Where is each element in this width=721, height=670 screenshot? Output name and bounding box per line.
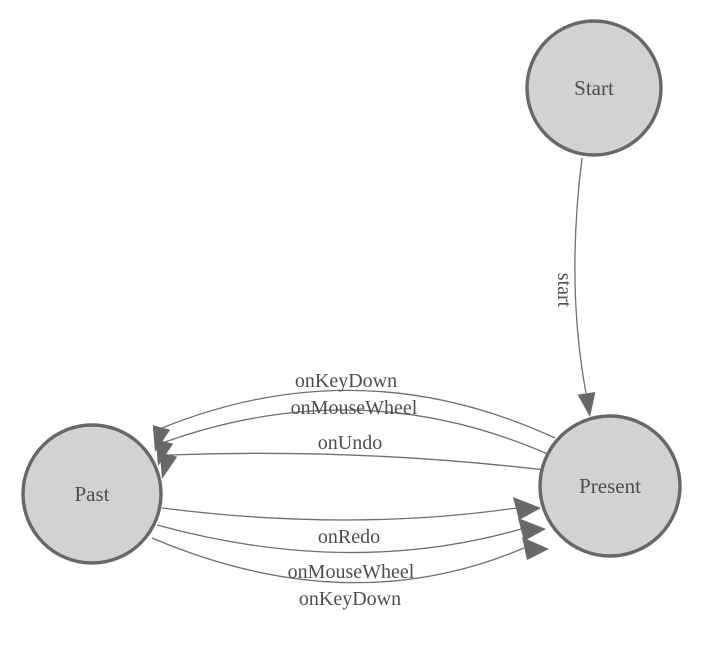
edge-label-onkeydown-bottom: onKeyDown bbox=[299, 588, 401, 610]
edge-label-onundo: onUndo bbox=[318, 432, 382, 454]
node-past bbox=[21, 423, 163, 565]
edge-label-onredo: onRedo bbox=[318, 526, 380, 548]
edge-present-to-past-onkeydown bbox=[161, 389, 556, 439]
edge-past-to-present-onredo bbox=[161, 507, 517, 521]
edge-labels: start onKeyDown onMouseWheel onUndo onRe… bbox=[288, 273, 575, 610]
edge-label-onmousewheel-top: onMouseWheel bbox=[291, 397, 418, 419]
node-present-label: Present bbox=[579, 474, 641, 498]
edge-past-to-present-onkeydown bbox=[151, 537, 525, 584]
edge-lines bbox=[151, 157, 587, 584]
node-present bbox=[538, 414, 682, 558]
edge-label-onkeydown-top: onKeyDown bbox=[295, 370, 397, 392]
edge-arrowheads bbox=[152, 392, 596, 560]
arrowhead-icon-into-present-1 bbox=[513, 497, 541, 520]
edge-past-to-present-onmousewheel bbox=[156, 524, 522, 554]
edge-label-onmousewheel-bottom: onMouseWheel bbox=[288, 561, 415, 583]
node-start-label: Start bbox=[574, 76, 614, 100]
arrowhead-icon-start-to-present bbox=[577, 392, 596, 417]
edge-start-to-present bbox=[574, 157, 587, 394]
arrowhead-icon-into-present-2 bbox=[518, 518, 546, 541]
edge-present-to-past-onundo bbox=[168, 452, 546, 471]
edge-present-to-past-onmousewheel bbox=[164, 409, 551, 456]
arrowhead-icon-into-present-3 bbox=[522, 537, 549, 560]
node-start bbox=[525, 19, 663, 157]
node-past-label: Past bbox=[74, 482, 109, 506]
edge-label-start: start bbox=[553, 273, 575, 308]
arrowhead-icon-into-past-2 bbox=[155, 439, 174, 466]
state-nodes: Start Past Present bbox=[21, 19, 682, 565]
arrowhead-icon-into-past-3 bbox=[159, 452, 178, 479]
